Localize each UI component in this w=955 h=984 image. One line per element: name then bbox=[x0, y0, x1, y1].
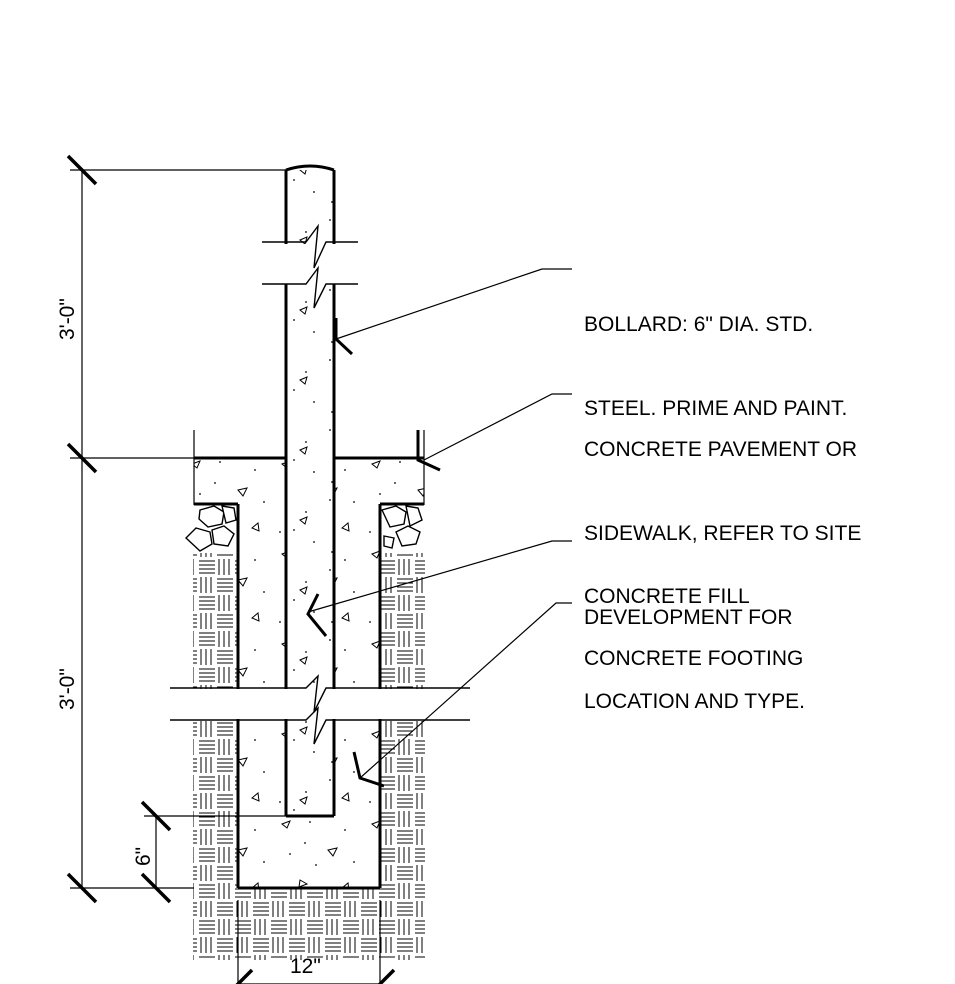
bollard-callout: BOLLARD: 6" DIA. STD. STEEL. PRIME AND P… bbox=[584, 255, 847, 451]
bollard-leader bbox=[335, 268, 572, 340]
pavement-leader-arrow bbox=[416, 430, 441, 472]
footing-callout: CONCRETE FOOTING bbox=[584, 589, 803, 701]
bollard-leader-arrow bbox=[334, 318, 354, 356]
lower-height-dimension: 3'-0" bbox=[56, 668, 79, 710]
pavement-leader bbox=[423, 393, 572, 461]
pavement-callout-line-4: LOCATION AND TYPE. bbox=[584, 690, 805, 713]
footing-leader-arrow bbox=[352, 751, 385, 788]
fill-callout-line-1: CONCRETE FILL bbox=[584, 585, 750, 608]
pavement-callout-line-2: SIDEWALK, REFER TO SITE bbox=[584, 522, 862, 545]
pavement-callout-line-1: CONCRETE PAVEMENT OR bbox=[584, 438, 858, 461]
footing-leader bbox=[359, 602, 572, 779]
fill-leader-arrow bbox=[306, 593, 328, 637]
upper-break-line bbox=[262, 223, 358, 309]
lower-break-line bbox=[170, 674, 470, 745]
fill-leader bbox=[307, 540, 572, 613]
pavement-callout-line-3: DEVELOPMENT FOR bbox=[584, 606, 793, 629]
pavement-callout: CONCRETE PAVEMENT OR SIDEWALK, REFER TO … bbox=[584, 380, 861, 744]
upper-height-dimension: 3'-0" bbox=[56, 298, 79, 340]
footing-width-dimension: 12" bbox=[290, 955, 321, 978]
horizontal-dimension-lines bbox=[235, 900, 396, 984]
callout-leaders bbox=[306, 268, 572, 788]
footing-callout-line-1: CONCRETE FOOTING bbox=[584, 647, 804, 670]
vertical-dimension-lines bbox=[66, 154, 286, 904]
gravel-base bbox=[184, 505, 423, 552]
bollard-callout-line-1: BOLLARD: 6" DIA. STD. bbox=[584, 313, 814, 336]
fill-callout: CONCRETE FILL bbox=[584, 527, 750, 639]
bollard-callout-line-2: STEEL. PRIME AND PAINT. bbox=[584, 397, 848, 420]
embed-clearance-dimension: 6" bbox=[132, 847, 155, 866]
